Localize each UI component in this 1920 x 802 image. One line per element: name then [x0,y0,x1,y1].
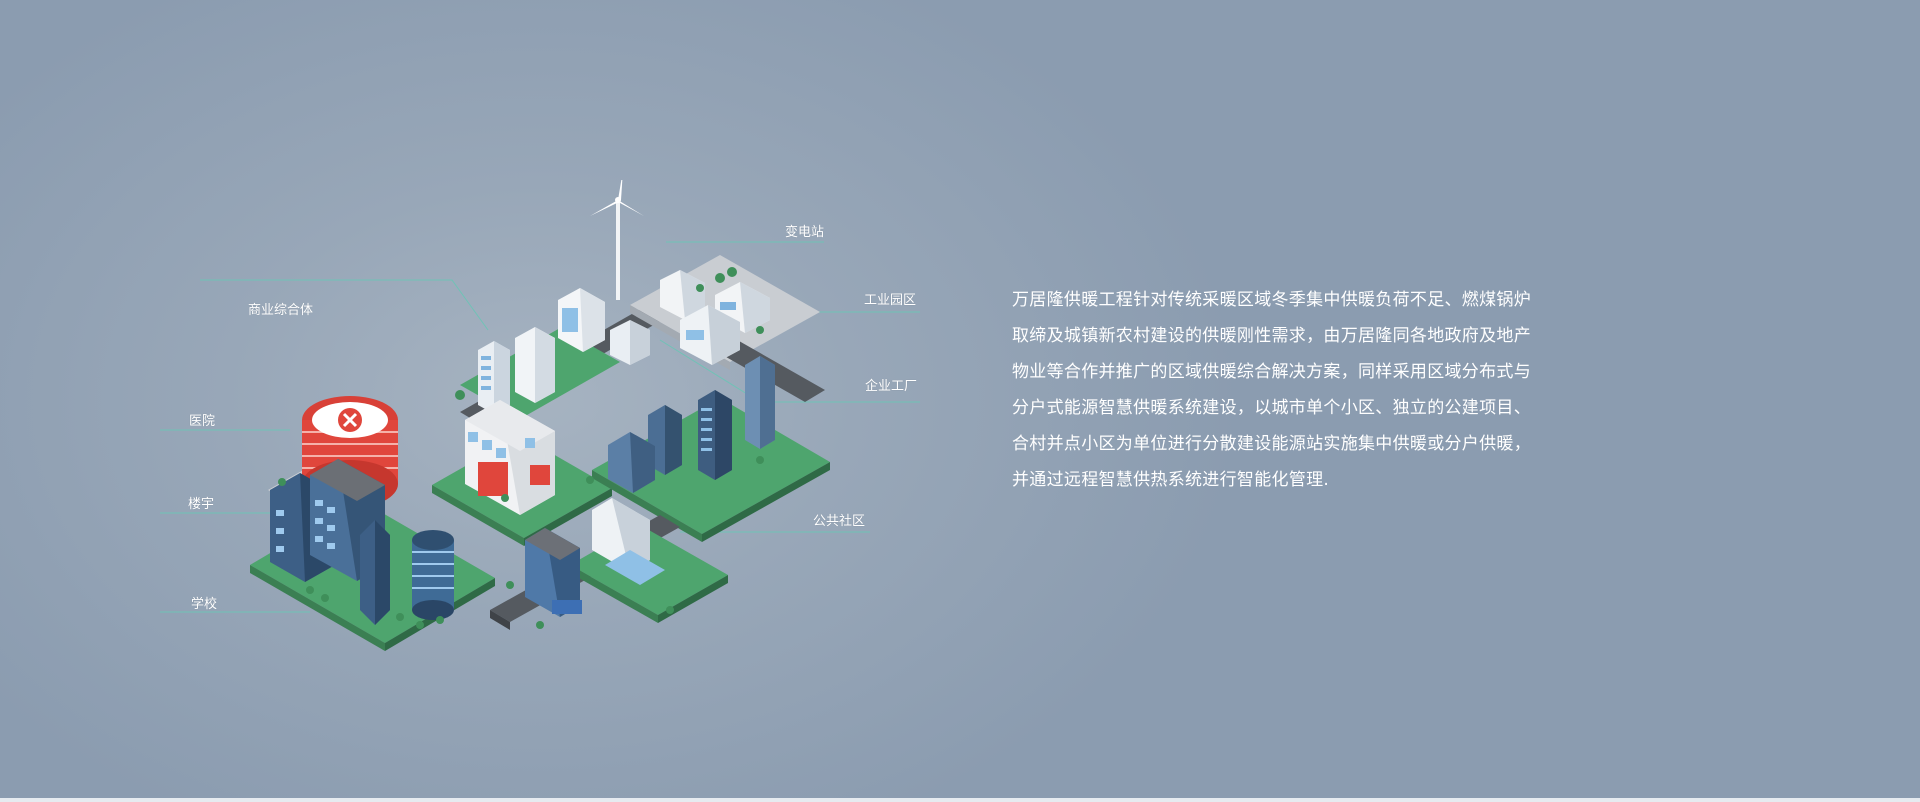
label-community: 公共社区 [813,514,866,529]
label-school: 学校 [191,597,218,612]
commercial-buildings [478,288,650,414]
label-substation: 变电站 [785,225,825,240]
trees [278,326,764,629]
label-hospital: 医院 [189,414,216,429]
factory-buildings [608,356,775,493]
isometric-city-graphic [160,180,920,651]
office-buildings [270,459,454,625]
wind-turbine [590,180,644,300]
label-building: 楼宇 [188,497,215,512]
community-buildings [525,498,665,617]
label-factory: 企业工厂 [865,379,918,394]
mall-building [465,400,555,515]
description-text: 万居隆供暖工程针对传统采暖区域冬季集中供暖负荷不足、燃煤锅炉取缔及城镇新农村建设… [1012,290,1531,490]
industrial-park-buildings [660,267,770,365]
label-industrial-park: 工业园区 [864,293,917,308]
bottom-divider [0,798,1920,802]
city-illustration [160,180,940,680]
label-commercial-complex: 商业综合体 [248,303,314,318]
